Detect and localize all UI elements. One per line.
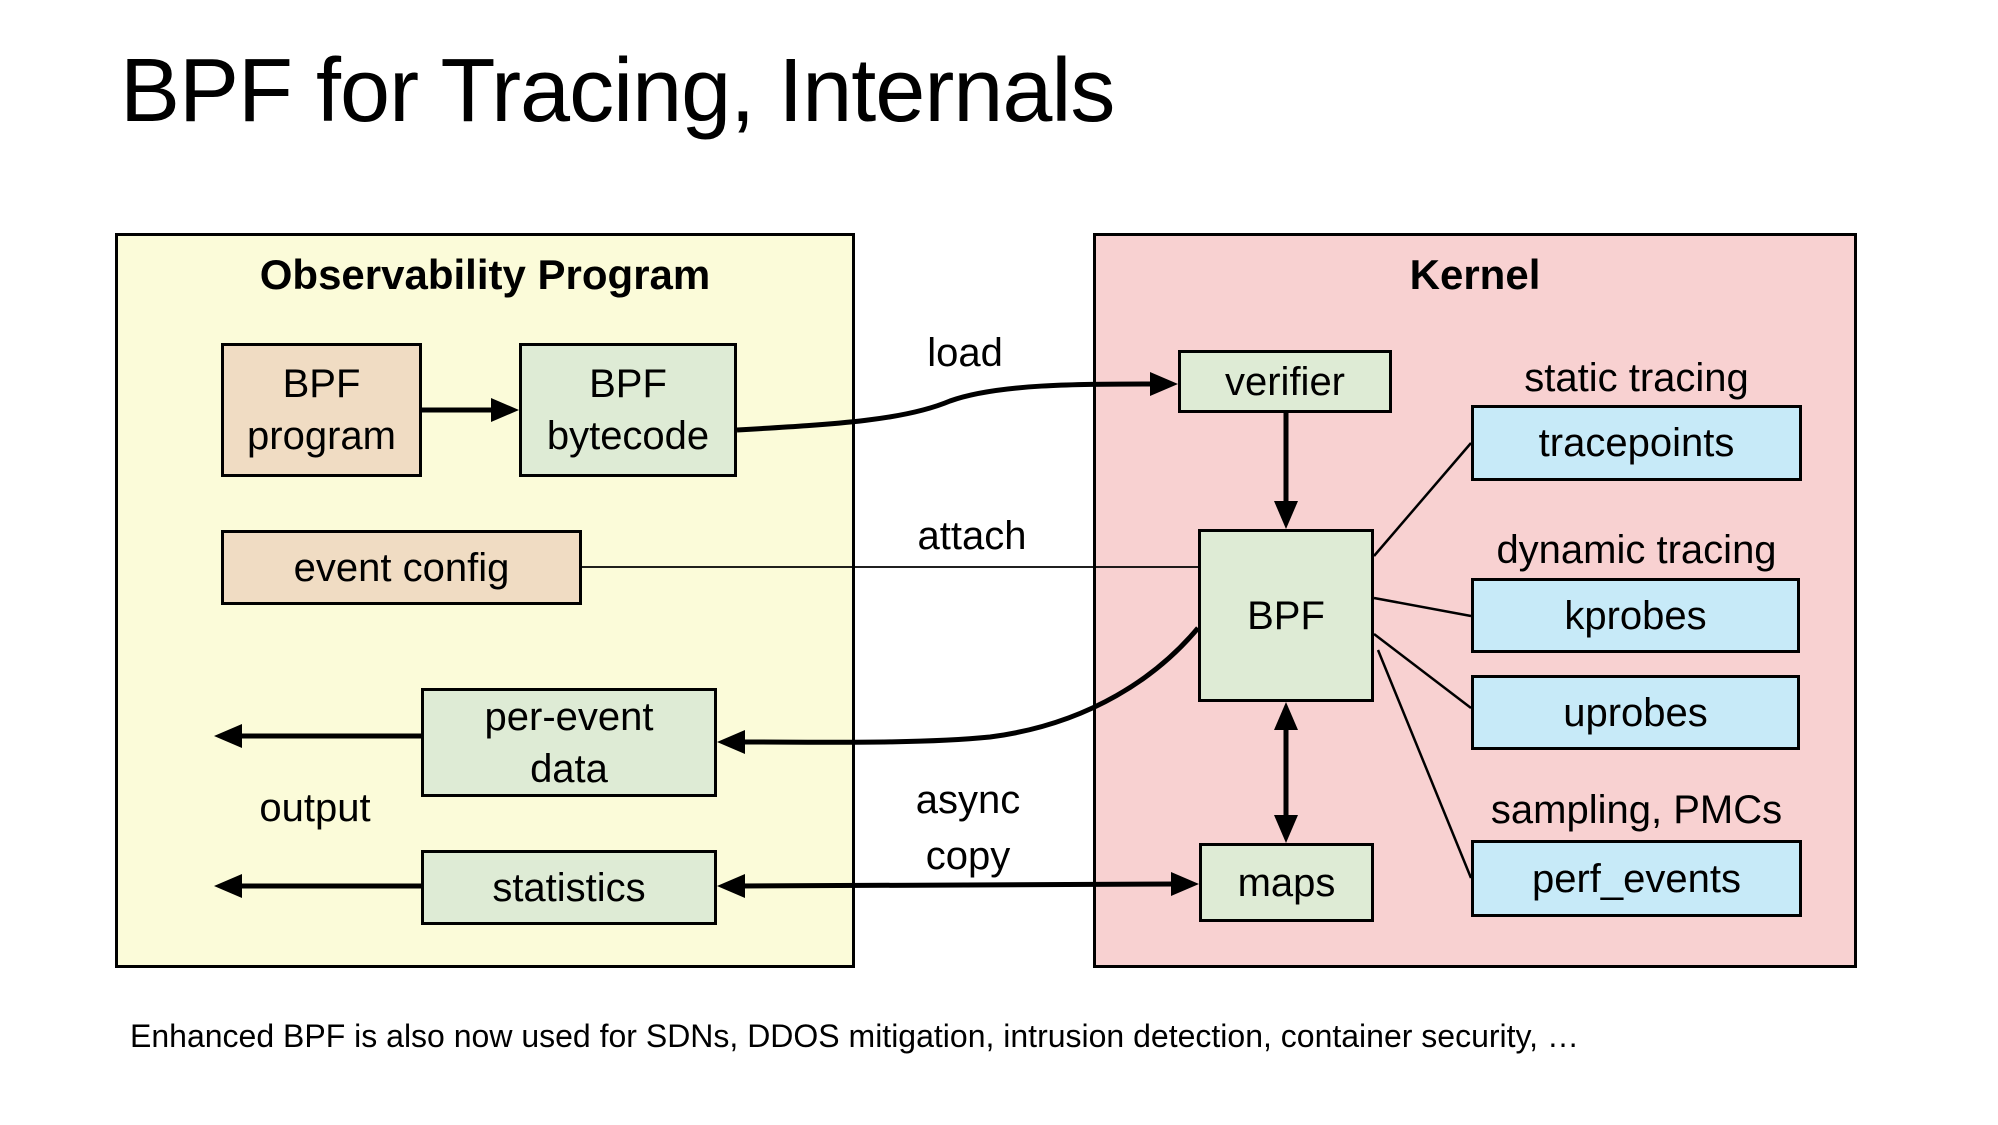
label-static-tracing: static tracing [1524, 356, 1749, 400]
label-sampling-pmcs: sampling, PMCs [1490, 788, 1783, 832]
node-kprobes: kprobes [1471, 578, 1800, 653]
node-maps: maps [1199, 843, 1374, 922]
node-verifier: verifier [1178, 350, 1392, 413]
label-async-copy: async copy [915, 778, 1021, 878]
node-perf-events: perf_events [1471, 840, 1802, 917]
node-bpf-bytecode: BPF bytecode [519, 343, 737, 477]
node-per-event-data: per-event data [421, 688, 717, 797]
label-load: load [927, 331, 1003, 375]
node-tracepoints: tracepoints [1471, 405, 1802, 481]
footnote: Enhanced BPF is also now used for SDNs, … [130, 1018, 1579, 1054]
kernel-heading: Kernel [1409, 251, 1541, 298]
page-title: BPF for Tracing, Internals [120, 41, 1115, 141]
node-uprobes: uprobes [1471, 675, 1800, 750]
node-bpf-program: BPF program [221, 343, 422, 477]
node-bpf: BPF [1198, 529, 1374, 702]
label-attach: attach [917, 514, 1027, 558]
node-event-config: event config [221, 530, 582, 605]
label-dynamic-tracing: dynamic tracing [1496, 528, 1777, 572]
observability-program-heading: Observability Program [259, 251, 711, 298]
label-output: output [259, 786, 371, 830]
node-statistics: statistics [421, 850, 717, 925]
